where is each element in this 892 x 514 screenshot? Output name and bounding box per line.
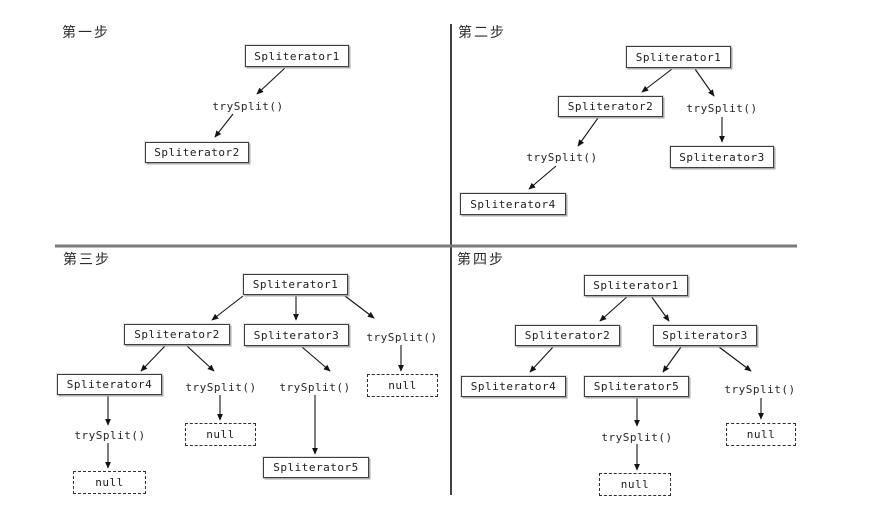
step3-trysplit-mid-left-label: trySplit() [185, 380, 257, 394]
step2-trysplit-left-label: trySplit() [526, 150, 598, 164]
arrow-step2-s2-trysplit [577, 117, 599, 147]
step4-spliterator1-box: Spliterator1 [584, 275, 688, 296]
arrow-step3-s2-s4 [140, 345, 166, 372]
step3-null-box-right: null [367, 374, 438, 397]
step4-spliterator5-box: Spliterator5 [584, 376, 689, 397]
arrow-step2-s1-trysplit [694, 68, 715, 97]
arrow-step4-s2-s4 [529, 346, 554, 373]
step2-spliterator3-box: Spliterator3 [670, 146, 774, 168]
step4-label: 第四步 [457, 252, 505, 268]
step2-spliterator2-box: Spliterator2 [558, 96, 663, 117]
step3-spliterator2-box: Spliterator2 [124, 324, 230, 345]
arrow-step3-s1-s2 [211, 295, 244, 321]
arrow-step4-s1-s2 [599, 295, 629, 322]
step4-spliterator2-box: Spliterator2 [515, 325, 620, 346]
step2-spliterator1-box: Spliterator1 [626, 46, 731, 68]
step3-null-box-middle: null [185, 423, 256, 446]
step4-trysplit-right-label: trySplit() [724, 382, 796, 396]
step1-label: 第一步 [62, 25, 110, 41]
arrow-step2-trysplit-s4 [528, 165, 557, 190]
arrow-step3-s1-trysplit [344, 295, 375, 319]
step4-trysplit-mid-label: trySplit() [601, 430, 673, 444]
step4-spliterator4-box: Spliterator4 [461, 376, 566, 397]
step3-trysplit-mid-right-label: trySplit() [279, 380, 351, 394]
step1-trysplit-label: trySplit() [212, 99, 284, 113]
arrow-step4-s3-s5 [662, 346, 682, 373]
arrow-step1-s1-trysplit [256, 67, 286, 95]
arrow-step1-trysplit-s2 [214, 113, 234, 138]
step3-spliterator3-box: Spliterator3 [244, 324, 349, 346]
step2-arrows [528, 68, 725, 190]
step3-trysplit-right-label: trySplit() [366, 330, 438, 344]
step3-spliterator4-box: Spliterator4 [57, 374, 162, 395]
step3-trysplit-bottom-label: trySplit() [74, 428, 146, 442]
step3-spliterator1-box: Spliterator1 [243, 274, 348, 295]
step2-label: 第二步 [458, 25, 506, 41]
step1-arrows [214, 67, 286, 138]
step4-null-box-right: null [726, 423, 796, 446]
step3-arrows [105, 295, 404, 469]
step4-null-box-bottom: null [599, 473, 671, 496]
step4-arrows [529, 295, 764, 471]
step4-spliterator3-box: Spliterator3 [653, 325, 757, 346]
arrow-step4-s3-trysplit [718, 346, 752, 372]
step3-spliterator5-box: Spliterator5 [263, 457, 369, 478]
arrow-step3-s3-trysplit [301, 346, 331, 372]
arrow-step3-s2-trysplit [186, 345, 215, 372]
step1-spliterator1-box: Spliterator1 [245, 45, 349, 67]
step3-label: 第三步 [63, 252, 111, 268]
step2-trysplit-right-label: trySplit() [686, 101, 758, 115]
step3-null-box-bottom: null [73, 471, 146, 494]
step1-spliterator2-box: Spliterator2 [145, 142, 249, 163]
arrow-step4-s1-s3 [650, 295, 670, 322]
step2-spliterator4-box: Spliterator4 [460, 193, 566, 215]
arrow-step2-s1-s2 [641, 68, 673, 93]
